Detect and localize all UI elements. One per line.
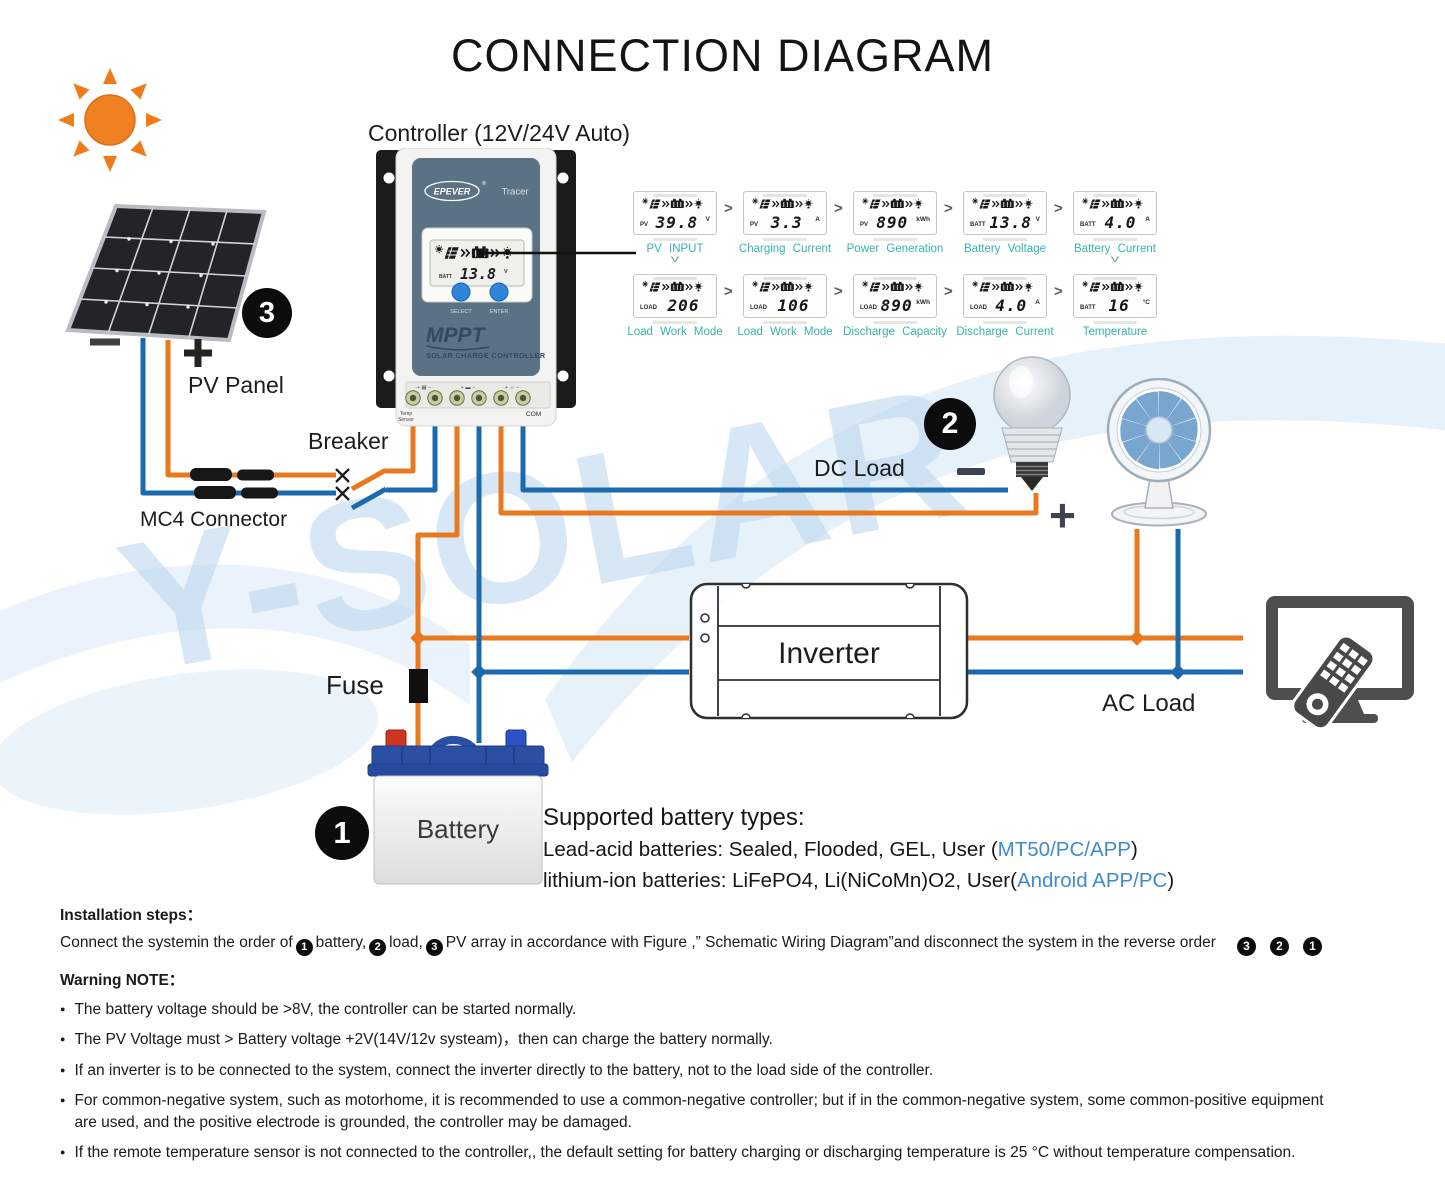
charge-controller: EPEVER ® Tracer BATT 13.8 V SELECT ENTER…: [376, 148, 576, 428]
fan-icon: [1093, 378, 1225, 530]
step-number-chip: 1: [1302, 936, 1322, 956]
step-number-chip: 2: [1269, 936, 1289, 956]
inverter-label: Inverter: [778, 637, 880, 670]
step-2-badge: 2: [924, 398, 976, 450]
epever-logo: [424, 180, 480, 202]
positive-wire-paths: [165, 340, 1243, 747]
page-title: CONNECTION DIAGRAM: [450, 30, 994, 81]
lead-acid-line: Lead-acid batteries: Sealed, Flooded, GE…: [543, 838, 1138, 861]
lc d-value: 13.8: [460, 265, 496, 283]
step-number-chip: 3: [425, 938, 443, 956]
brand-name: EPEVER: [434, 187, 471, 197]
pv-plus-sign: [184, 339, 212, 367]
enter-label: ENTER: [490, 309, 509, 315]
battery-icon: Battery: [358, 720, 558, 892]
battery-label: Battery: [417, 814, 499, 844]
lcd-unit: V: [504, 269, 508, 275]
select-label: SELECT: [450, 309, 472, 315]
warning-bullet: ●For common-negative system, such as mot…: [60, 1092, 1324, 1131]
step-1-badge: 1: [315, 806, 369, 860]
sun-icon: [56, 62, 164, 174]
com-port-label: COM: [526, 411, 541, 418]
breaker-x-icons: [335, 468, 350, 501]
mc4-connector-label: MC4 Connector: [140, 508, 288, 531]
warning-list: ●The battery voltage should be >8V, the …: [60, 999, 1350, 1163]
dc-load-label: DC Load: [814, 455, 905, 481]
warning-bullet: ●The battery voltage should be >8V, the …: [60, 1001, 577, 1018]
installation-steps-block: Installation steps： Connect the systemin…: [60, 903, 1405, 956]
dc-minus-sign: [957, 468, 985, 475]
model-name: Tracer: [501, 187, 528, 198]
dc-plus-sign: +: [1049, 489, 1076, 541]
breaker-label: Breaker: [308, 428, 389, 454]
fuse-icon: [409, 669, 428, 703]
inverter: Inverter: [688, 566, 970, 736]
warning-heading: Warning NOTE：: [60, 972, 185, 989]
lcd-pointer-line: [476, 248, 636, 258]
svg-text:Sensor: Sensor: [398, 417, 414, 423]
warning-bullet: ●If the remote temperature sensor is not…: [60, 1143, 1296, 1161]
step-3-badge: 3: [242, 288, 292, 338]
warning-bullet: ●If an inverter is to be connected to th…: [60, 1061, 934, 1079]
ac-load-label: AC Load: [1102, 690, 1196, 717]
pv-panel-icon: [52, 190, 282, 375]
warning-note-block: Warning NOTE： ●The battery voltage shoul…: [60, 968, 1350, 1172]
battery-types-block: Supported battery types: Lead-acid batte…: [543, 804, 1193, 900]
step-number-chip: 3: [1236, 936, 1256, 956]
installation-heading: Installation steps：: [60, 907, 203, 924]
lithium-line: lithium-ion batteries: LiFePO4, Li(NiCoM…: [543, 869, 1175, 892]
mt50-link-text: MT50/PC/APP: [997, 838, 1131, 861]
temp-sensor-label: Temp: [400, 411, 412, 417]
mc4-connector-icons: [190, 468, 278, 499]
terminal-screws: [405, 390, 531, 406]
remote-control-icon: [1291, 634, 1376, 731]
battery-types-heading: Supported battery types:: [543, 804, 805, 831]
tv-monitor-icon: [1256, 588, 1441, 738]
controller-label: Controller (12V/24V Auto): [368, 120, 631, 146]
enter-button: [489, 282, 509, 302]
android-link-text: Android APP/PC: [1016, 869, 1168, 892]
fuse-label: Fuse: [326, 670, 384, 700]
select-button: [451, 282, 471, 302]
step-number-chip: 1: [295, 938, 313, 956]
step-number-chip: 2: [369, 938, 387, 956]
product-label: SOLAR CHARGE CONTROLLER: [426, 351, 546, 360]
lcd-mode-tag: BATT: [439, 274, 452, 280]
registered-mark: ®: [482, 180, 486, 187]
warning-bullet: ●The PV Voltage must > Battery voltage +…: [60, 1031, 773, 1049]
load-terminal-marks: + ☼ −: [505, 385, 520, 391]
pv-panel-label: PV Panel: [188, 372, 284, 398]
mppt-logo: MPPT: [426, 324, 487, 347]
battery-terminal-marks: + ▬ −: [461, 385, 476, 391]
light-bulb-icon: [985, 350, 1080, 498]
pv-terminal-marks: + ▦ −: [417, 385, 432, 391]
